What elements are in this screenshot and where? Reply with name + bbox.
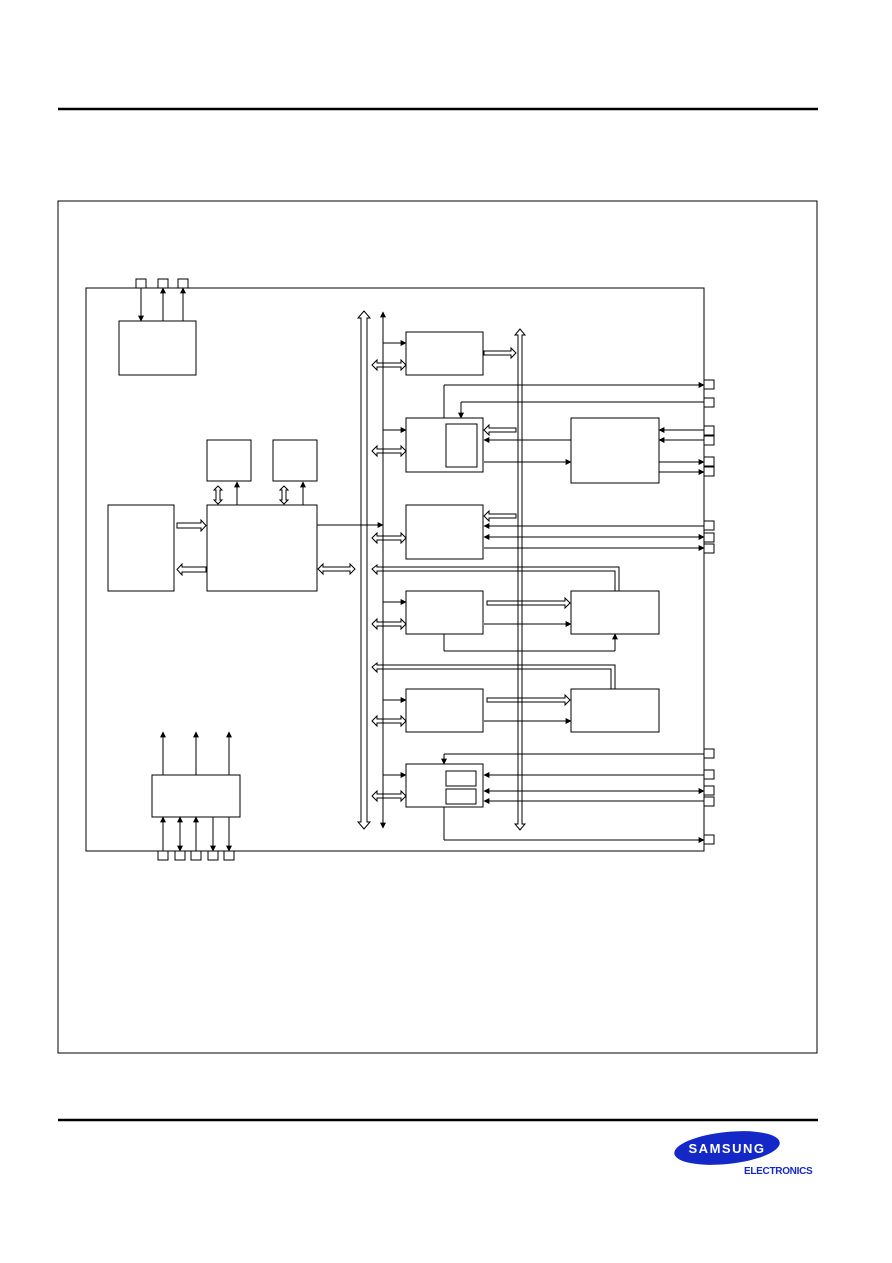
pin-top-1 (135, 278, 147, 289)
pin-right (703, 435, 715, 446)
block-peripheral-2-inner (445, 423, 478, 468)
main-bus (356, 310, 372, 830)
bus-arrow-right (486, 693, 571, 707)
bus-arrow-right (483, 346, 517, 360)
pin-right (703, 466, 715, 477)
logo-subtext: ELECTRONICS (744, 1166, 813, 1177)
block-peripheral-6-inner-b (445, 788, 477, 805)
pin-right (703, 748, 715, 759)
bus-arrow-left (176, 562, 207, 577)
bus-arrow-left (483, 423, 517, 437)
block-small-1 (206, 439, 252, 482)
pin-right (703, 796, 715, 807)
block-top-left (118, 320, 197, 376)
block-core (206, 504, 318, 592)
bus-arrow-vertical (212, 485, 224, 505)
bus-loop (371, 661, 616, 690)
block-left-memory (107, 504, 175, 592)
logo-ellipse-icon: SAMSUNG (674, 1131, 780, 1165)
bus-arrow-right (486, 596, 571, 610)
block-peripheral-3 (405, 504, 484, 560)
pin-right (703, 769, 715, 780)
block-right-2 (570, 590, 660, 635)
logo-wordmark: SAMSUNG (689, 1141, 766, 1156)
figure-frame (57, 200, 818, 1054)
block-peripheral-2 (405, 417, 484, 473)
pin-right (703, 785, 715, 796)
pin-right (703, 397, 715, 408)
pin-right (703, 532, 715, 543)
pin-right (703, 520, 715, 531)
pin-bottom (157, 850, 169, 861)
bus-tap (371, 358, 407, 372)
peripheral-bus (513, 328, 527, 831)
pin-bottom (223, 850, 235, 861)
bus-tap (371, 444, 407, 458)
pin-bottom (174, 850, 186, 861)
bus-arrow-right (176, 518, 207, 533)
bus-tap (371, 531, 407, 545)
pin-right (703, 543, 715, 554)
block-right-1 (570, 417, 660, 484)
block-peripheral-6-inner-a (445, 770, 477, 787)
block-right-3 (570, 688, 660, 733)
bus-tap (371, 617, 407, 631)
pin-bottom (190, 850, 202, 861)
block-bottom-left (151, 774, 241, 818)
bus-loop (371, 563, 620, 592)
pin-right (703, 425, 715, 436)
pin-bottom (207, 850, 219, 861)
samsung-logo: SAMSUNG (672, 1128, 822, 1180)
pin-top-2 (157, 278, 169, 289)
block-peripheral-1 (405, 331, 484, 376)
block-peripheral-4 (405, 590, 484, 635)
bus-arrow-vertical (278, 485, 290, 505)
pin-right (703, 834, 715, 845)
chip-boundary (85, 287, 705, 852)
bus-arrow-double (317, 562, 356, 576)
pin-right (703, 379, 715, 390)
bus-tap (371, 789, 407, 803)
block-peripheral-5 (405, 688, 484, 733)
pin-top-3 (177, 278, 189, 289)
pin-right (703, 456, 715, 467)
bus-arrow-left (483, 509, 517, 523)
block-small-2 (272, 439, 318, 482)
bus-tap (371, 714, 407, 728)
